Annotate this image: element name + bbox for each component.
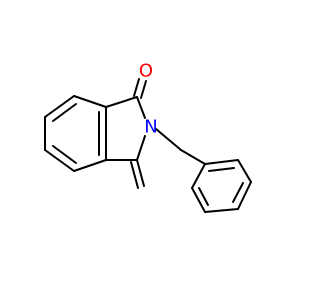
bond-carbonyl-n: [136, 96, 146, 119]
bond-p6-p1: [191, 163, 206, 189]
bond-ch2-2: [130, 161, 139, 189]
benzo-ring: [44, 95, 107, 172]
bond-n-c3: [136, 135, 146, 161]
bond-co-2: [140, 80, 147, 99]
bond-c3-c4: [44, 149, 75, 172]
methylidene-group: [130, 159, 145, 189]
bond-p4-p5: [204, 208, 239, 213]
bond-n-ch2: [155, 128, 182, 151]
oxygen-atom-label: O: [139, 61, 153, 82]
nitrogen-atom-label: N: [144, 117, 157, 138]
molecule-diagram: O N: [44, 61, 252, 213]
bond-c3-c4-inner: [52, 145, 77, 164]
bond-p1-p2: [204, 159, 239, 165]
bond-c6-c1: [73, 95, 107, 108]
bond-p3-p4: [237, 181, 252, 210]
bond-ch2-phenyl: [180, 149, 206, 165]
lactam-ring: [105, 96, 146, 161]
carbonyl-group: [133, 78, 147, 99]
bond-ch2-1: [136, 159, 145, 187]
bond-c1-c2: [44, 95, 75, 118]
bond-c6-carbonyl: [105, 96, 138, 108]
bond-c1-c2-inner: [52, 103, 77, 122]
bond-p3-p4-inner: [232, 182, 244, 203]
bond-p2-p3: [237, 159, 252, 183]
phenyl-ring: [191, 159, 252, 213]
bond-p1-p2-inner: [208, 167, 235, 172]
bond-co-1: [133, 78, 140, 97]
bond-c4-c5: [73, 159, 107, 172]
bond-p5-p6: [191, 187, 206, 213]
bond-p5-p6-inner: [198, 187, 209, 206]
